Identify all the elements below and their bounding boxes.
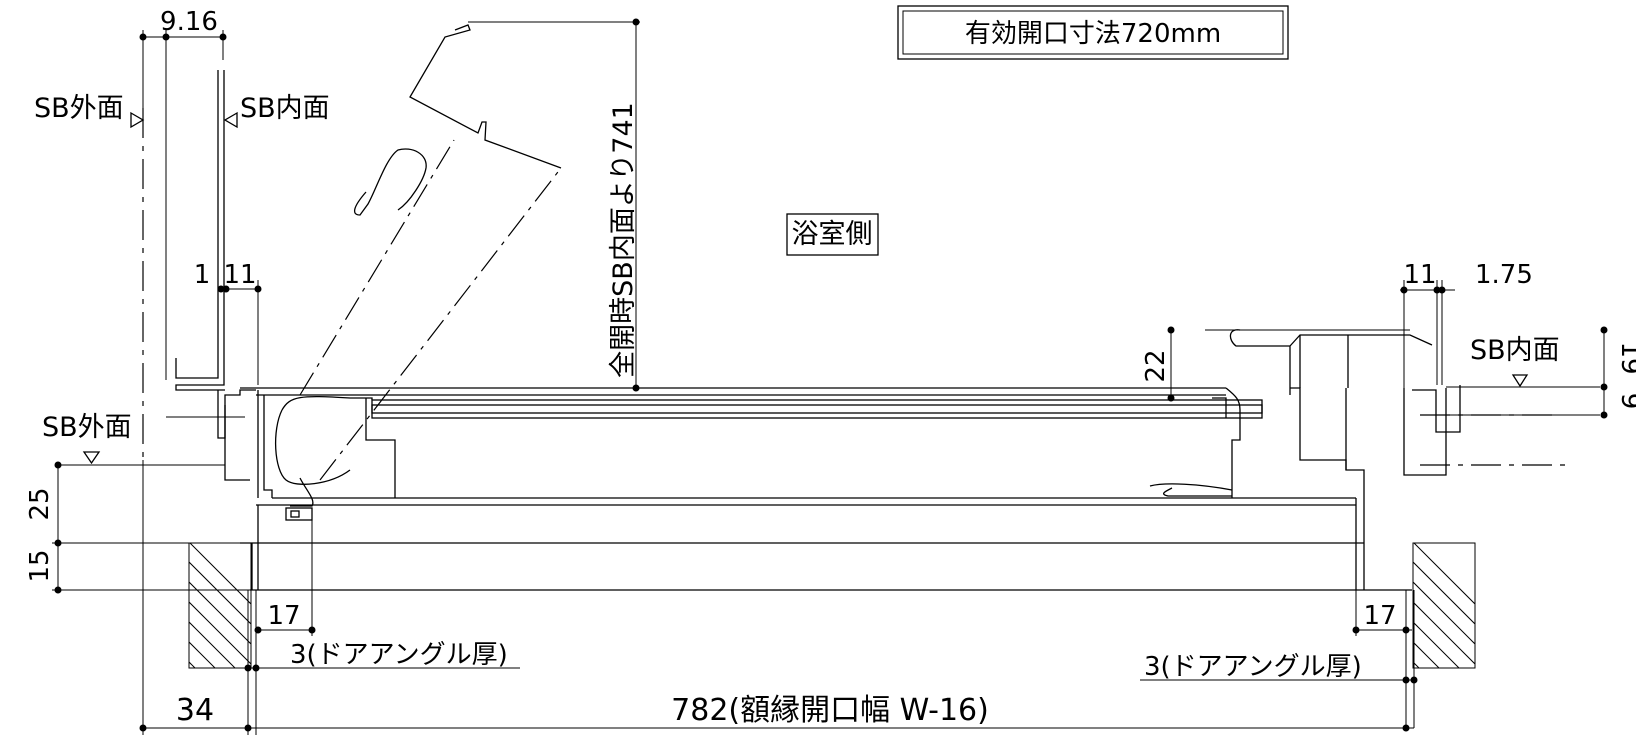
- label-sb-outer-lower: SB外面: [42, 412, 132, 443]
- bottom-dimension: 34 782(額縁開口幅 W-16): [139, 460, 1414, 735]
- right-side-section: 22 11 1.75 SB内面 19 9: [1140, 260, 1636, 728]
- left-wall-section: 9.16 SB外面 SB内面 1 11 SB外面 25: [25, 7, 330, 669]
- dim-19: 19: [1615, 341, 1636, 374]
- dim-22: 22: [1141, 349, 1171, 382]
- label-bottom-width: 782(額縁開口幅 W-16): [671, 693, 989, 728]
- right-hatch: [1413, 543, 1475, 668]
- label-sb-inner-right: SB内面: [1470, 335, 1560, 366]
- dim-34: 34: [176, 693, 214, 728]
- dim-9-16: 9.16: [160, 7, 218, 37]
- room-label-box: 浴室側: [786, 213, 879, 256]
- dim-9: 9: [1615, 393, 1636, 410]
- dim-25: 25: [25, 487, 55, 520]
- dim-1-75: 1.75: [1475, 260, 1533, 290]
- dim-17-left: 17: [267, 601, 300, 631]
- door-frame-body: 17 3(ドアアングル厚): [240, 387, 1412, 672]
- title-box: 有効開口寸法720mm: [897, 5, 1289, 60]
- door-swing-outline: 全開時SB内面より741: [299, 18, 640, 481]
- dim-11-left: 11: [223, 260, 256, 290]
- left-hatch: [189, 543, 251, 668]
- dim-1: 1: [194, 260, 211, 290]
- label-full-open: 全開時SB内面より741: [608, 102, 639, 378]
- label-door-angle-left: 3(ドアアングル厚): [290, 640, 508, 670]
- dim-11-right: 11: [1403, 260, 1436, 290]
- room-label: 浴室側: [792, 219, 873, 250]
- dim-17-right: 17: [1363, 601, 1396, 631]
- label-sb-inner-top: SB内面: [240, 93, 330, 124]
- title-text: 有効開口寸法720mm: [965, 19, 1221, 49]
- label-door-angle-right: 3(ドアアングル厚): [1144, 652, 1362, 682]
- dim-15: 15: [25, 549, 55, 582]
- label-sb-outer-top: SB外面: [34, 93, 124, 124]
